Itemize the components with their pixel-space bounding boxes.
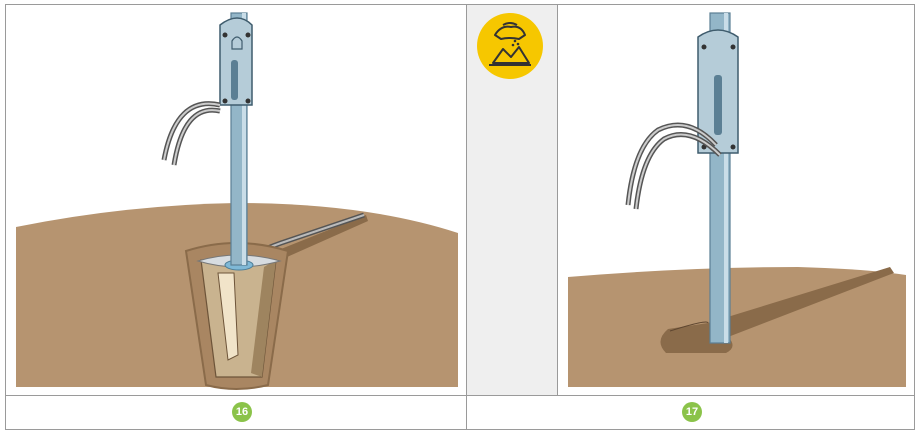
illustration-pole-backfilled (568, 12, 906, 387)
step-16-caption-cell: 16 (5, 395, 467, 430)
step-17-caption-cell: 17 (466, 395, 915, 430)
step-number-badge: 16 (232, 402, 252, 422)
sand-bag-backfill-icon (477, 13, 543, 79)
cable-trench (271, 215, 368, 261)
panel-step-16 (5, 4, 467, 396)
illustration-pole-in-foundation (16, 12, 458, 390)
step-number-badge: 17 (682, 402, 702, 422)
backfill-icon-cell (466, 4, 558, 396)
panel-step-17 (557, 4, 915, 396)
